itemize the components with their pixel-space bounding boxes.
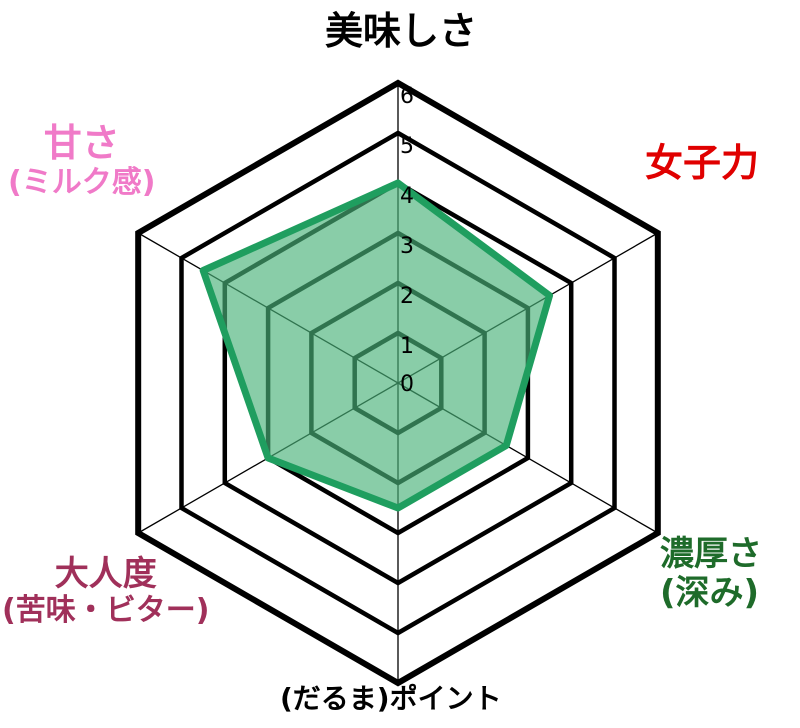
axis-label-noukousa: 濃厚さ (深み) [660,534,762,614]
data-series-0-area [199,179,554,512]
axis-label-daruma-point: (だるま)ポイント [280,682,502,715]
tick-label-2: 2 [400,284,414,309]
axis-label-otonado: 大人度 (苦味・ビター) [2,554,210,629]
tick-label-0: 0 [400,372,414,397]
axis-label-amasa: 甘さ (ミルク感) [8,121,156,200]
tick-label-3: 3 [400,234,414,259]
data-point-2 [503,442,510,449]
tick-label-4: 4 [400,184,414,209]
axis-label-oishisa: 美味しさ [325,9,478,53]
data-point-1 [546,292,553,299]
data-point-3 [395,505,401,511]
tick-label-5: 5 [400,134,414,159]
data-point-0 [395,180,401,186]
tick-label-1: 1 [400,334,414,359]
data-point-5 [200,267,207,274]
data-point-4 [265,455,272,461]
axis-label-joshiryoku: 女子力 [645,141,760,185]
tick-label-6: 6 [400,84,414,109]
